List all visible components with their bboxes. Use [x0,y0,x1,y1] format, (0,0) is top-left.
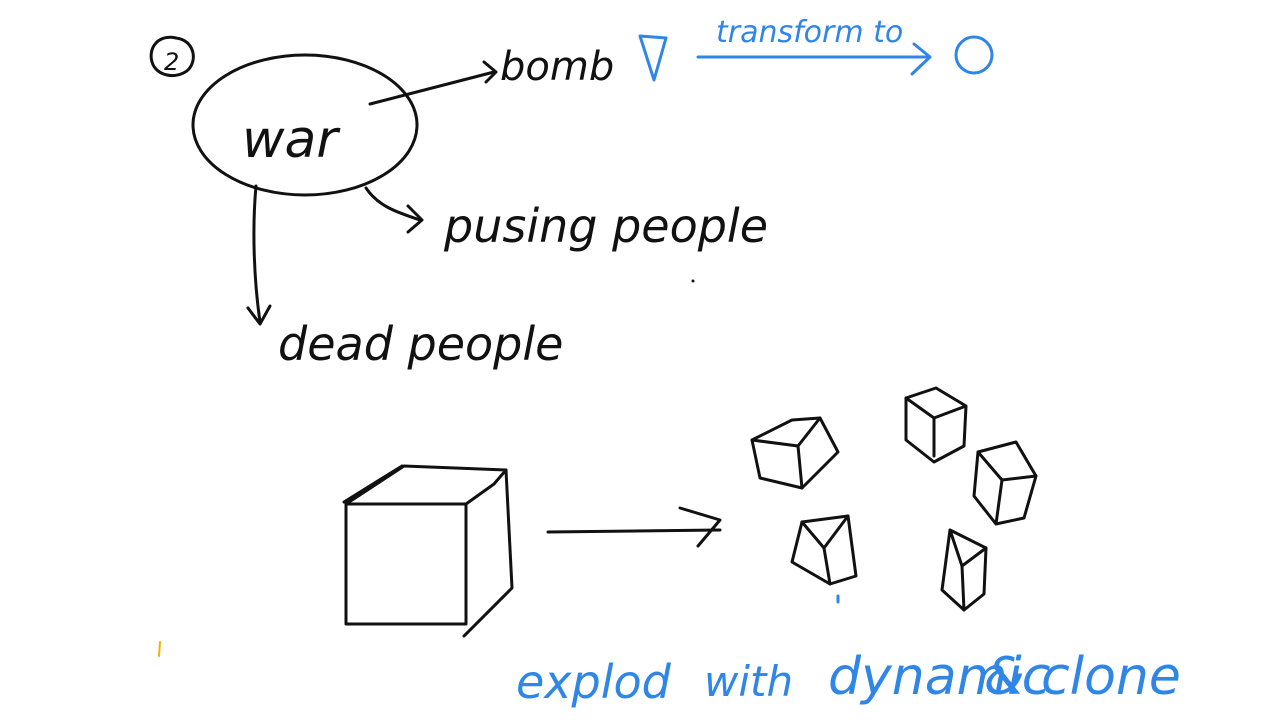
arrow-to-dead-people [246,184,272,326]
cube-fragment-icon [750,416,840,490]
war-node-ellipse [191,53,419,197]
caption-dynamic: dynamic [828,647,1050,707]
caption-with: with [704,657,793,706]
explode-arrow [546,506,722,548]
circle-icon [954,35,994,75]
dead-people-label: dead people [278,317,563,371]
step-number-badge: 2 [149,35,195,78]
cube-icon [342,464,514,638]
triangle-icon [638,34,668,82]
cube-fragment-icon [790,514,858,586]
caption-explode: explod [516,655,672,709]
war-node-label: war [242,110,341,170]
cube-fragment-icon [904,386,968,464]
yellow-stray-mark [158,641,161,657]
step-number: 2 [164,48,179,76]
stray-dot [691,279,695,283]
caption-clone: & clone [984,647,1181,707]
arrow-to-bomb [368,60,498,106]
cube-fragment-icon [940,528,988,612]
cube-fragment-icon [972,440,1038,526]
transform-arrow [696,42,932,76]
arrow-to-pushing-people [364,186,424,234]
bomb-label: bomb [500,44,614,90]
pushing-people-label: pusing people [443,199,768,253]
transform-label: transform to [716,15,903,50]
